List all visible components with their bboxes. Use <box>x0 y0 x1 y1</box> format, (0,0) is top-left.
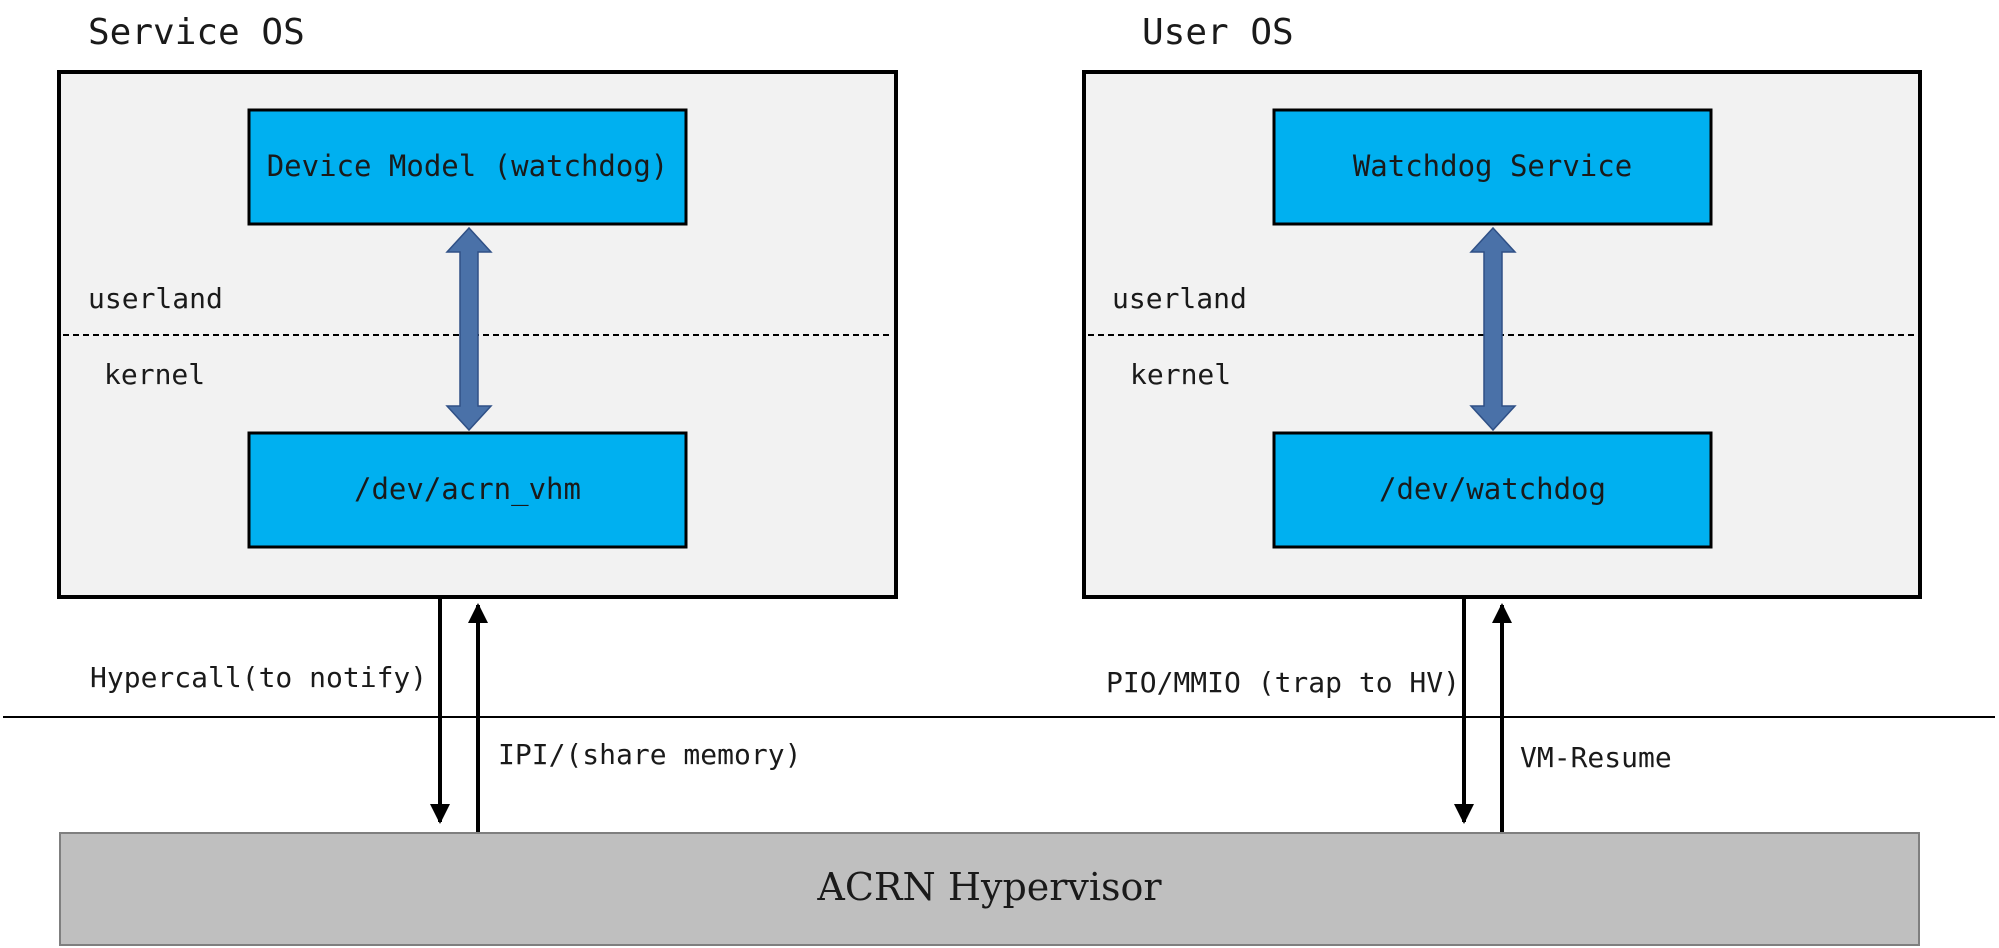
device-model-box: Device Model (watchdog) <box>247 108 688 226</box>
user-os-double-arrow <box>1469 226 1517 432</box>
service-os-userland-label: userland <box>88 282 223 315</box>
dev-watchdog-label: /dev/watchdog <box>1379 472 1606 506</box>
service-os-double-arrow <box>445 226 493 432</box>
hypercall-label: Hypercall(to notify) <box>90 661 427 694</box>
user-os-kernel-label: kernel <box>1130 358 1231 391</box>
user-os-title: User OS <box>1142 12 1294 53</box>
vm-resume-label: VM-Resume <box>1520 741 1672 774</box>
service-os-kernel-label: kernel <box>104 358 205 391</box>
acrn-hypervisor-box: ACRN Hypervisor <box>59 832 1920 946</box>
ipi-label: IPI/(share memory) <box>498 738 801 771</box>
acrn-vhm-label: /dev/acrn_vhm <box>354 472 581 507</box>
pio-mmio-label: PIO/MMIO (trap to HV) <box>1106 666 1460 699</box>
service-os-title: Service OS <box>88 12 305 53</box>
user-os-panel: User OS userland kernel Watchdog Service… <box>1082 12 1922 599</box>
watchdog-service-label: Watchdog Service <box>1353 149 1632 183</box>
acrn-hypervisor-label: ACRN Hypervisor <box>816 865 1162 909</box>
watchdog-service-box: Watchdog Service <box>1272 108 1713 226</box>
user-os-userland-label: userland <box>1112 282 1247 315</box>
service-os-panel: Service OS userland kernel Device Model … <box>57 12 898 599</box>
acrn-vhm-box: /dev/acrn_vhm <box>247 431 688 549</box>
dev-watchdog-box: /dev/watchdog <box>1272 431 1713 549</box>
device-model-label: Device Model (watchdog) <box>267 149 669 183</box>
